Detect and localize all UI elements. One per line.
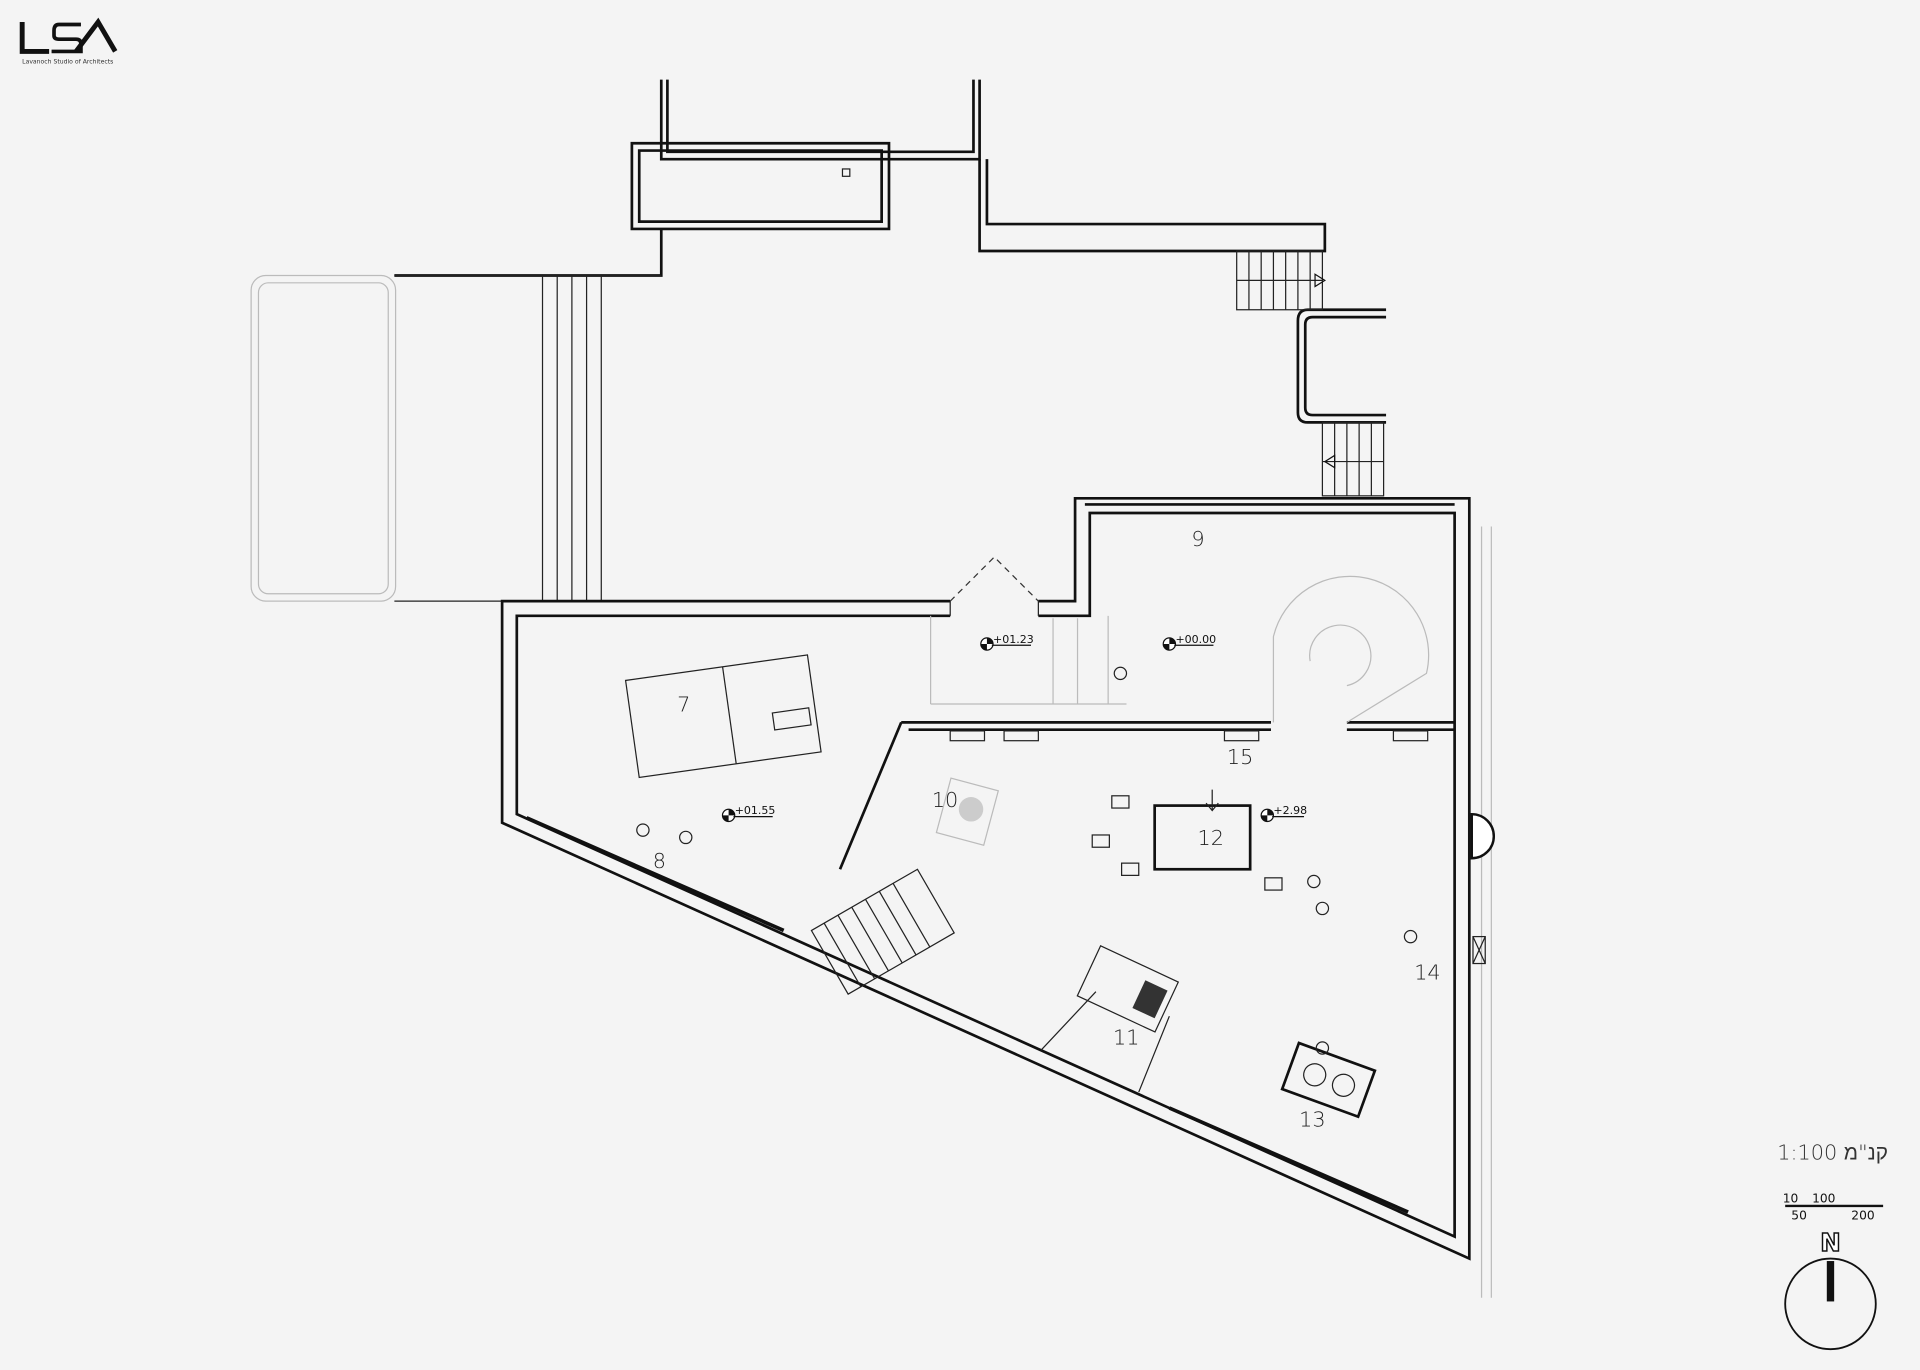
scale-tick: 200: [1851, 1208, 1874, 1222]
north-needle-icon: [1826, 1261, 1835, 1302]
elevation-label: +01.55: [735, 804, 776, 817]
stairs-upper: [1236, 250, 1385, 497]
north-arrow: N: [1784, 1228, 1877, 1351]
logo-subtitle: Lavanoch Studio of Architects: [22, 59, 113, 66]
room-11: 11: [1113, 1025, 1139, 1049]
room-12: 12: [1198, 826, 1224, 850]
north-label: N: [1820, 1228, 1840, 1257]
room-10: 10: [932, 788, 958, 812]
elevation-markers: +01.23 +00.00 +01.55 +2.98: [721, 633, 1307, 823]
elevation-label: +2.98: [1273, 804, 1307, 817]
scale-legend: 1:100 קנ"מ 10 100 50 200: [1777, 1140, 1888, 1222]
elevation-label: +01.23: [993, 633, 1034, 646]
room-14: 14: [1414, 960, 1440, 984]
upper-walls: [394, 79, 1387, 424]
scale-tick: 50: [1791, 1208, 1807, 1222]
elevation-label: +00.00: [1175, 633, 1216, 646]
main-walls: [500, 496, 1496, 1298]
interior: [624, 575, 1430, 1119]
room-13: 13: [1299, 1107, 1325, 1131]
room-9: 9: [1191, 527, 1204, 551]
scale-tick: 100: [1812, 1191, 1835, 1205]
scale-tick: 10: [1783, 1191, 1799, 1205]
scale-label: 1:100 קנ"מ: [1777, 1140, 1888, 1164]
room-labels: 7 8 9 10 11 12 13 14 15: [653, 527, 1441, 1131]
room-15: 15: [1227, 745, 1253, 769]
room-8: 8: [653, 849, 666, 873]
walkway: [250, 274, 662, 602]
logo: Lavanoch Studio of Architects: [19, 17, 118, 66]
room-7: 7: [677, 692, 690, 716]
